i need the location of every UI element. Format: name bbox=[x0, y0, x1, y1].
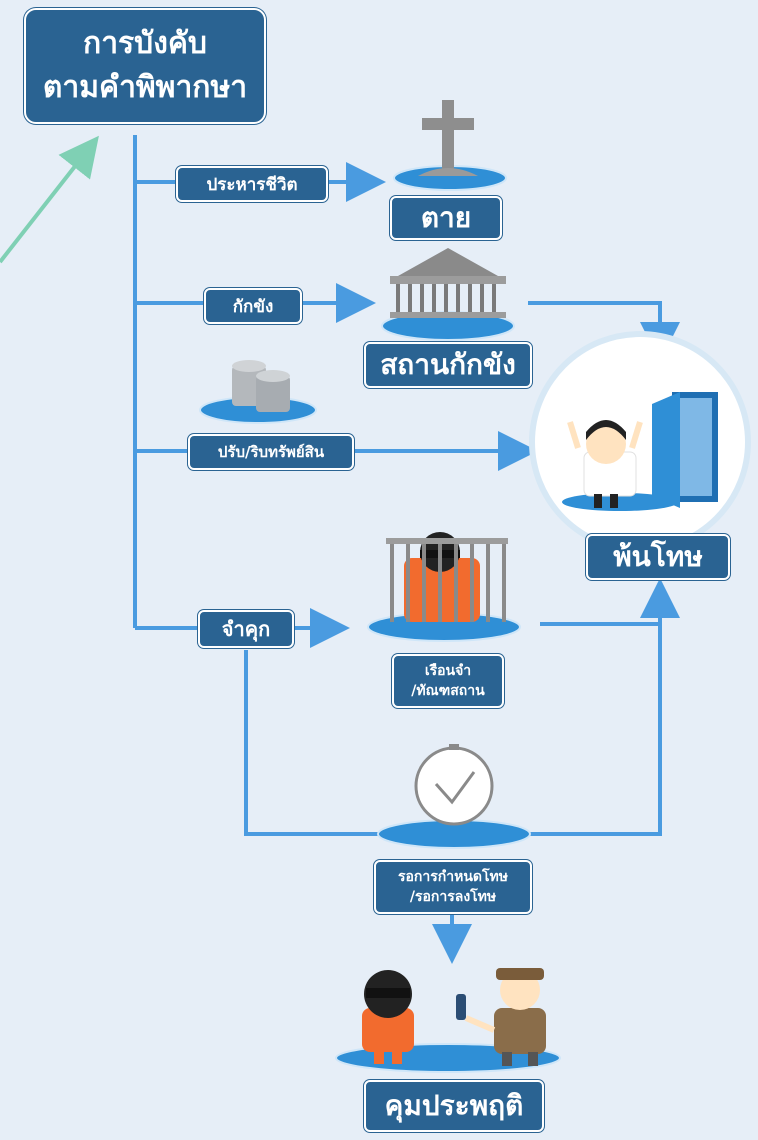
prison-label-line2: /ทัณฑสถาน bbox=[411, 683, 485, 699]
title-box: การบังคับ ตามคำพิพากษา bbox=[24, 8, 266, 124]
suspended-label-line1: รอการกำหนดโทษ bbox=[398, 869, 508, 885]
suspended-label: รอการกำหนดโทษ /รอการลงโทษ bbox=[374, 860, 532, 914]
fine-label: ปรับ/ริบทรัพย์สิน bbox=[188, 434, 354, 470]
incoming-arrow bbox=[0, 135, 99, 264]
released-person-icon bbox=[567, 420, 643, 508]
detention-facility-label: สถานกักขัง bbox=[364, 342, 532, 388]
death-label: ตาย bbox=[390, 196, 502, 240]
open-door-icon bbox=[652, 392, 718, 508]
title-line1: การบังคับ bbox=[83, 26, 207, 61]
prisoner-in-cell-icon bbox=[386, 532, 508, 622]
house-cage-icon bbox=[390, 248, 506, 318]
cross-grave-icon bbox=[418, 100, 478, 176]
coins-icon bbox=[232, 360, 290, 412]
release-label: พ้นโทษ bbox=[586, 534, 730, 580]
prisoner-icon bbox=[362, 970, 414, 1064]
imprisonment-label: จำคุก bbox=[198, 610, 294, 648]
prison-label: เรือนจำ /ทัณฑสถาน bbox=[392, 654, 504, 708]
detention-label: กักขัง bbox=[204, 288, 302, 324]
title-line2: ตามคำพิพากษา bbox=[42, 70, 248, 105]
suspended-label-line2: /รอการลงโทษ bbox=[409, 889, 497, 905]
officer-icon bbox=[456, 968, 546, 1066]
execution-label: ประหารชีวิต bbox=[176, 166, 328, 202]
probation-label: คุมประพฤติ bbox=[364, 1080, 544, 1132]
clock-icon bbox=[414, 744, 494, 826]
prison-label-line1: เรือนจำ bbox=[424, 663, 472, 679]
